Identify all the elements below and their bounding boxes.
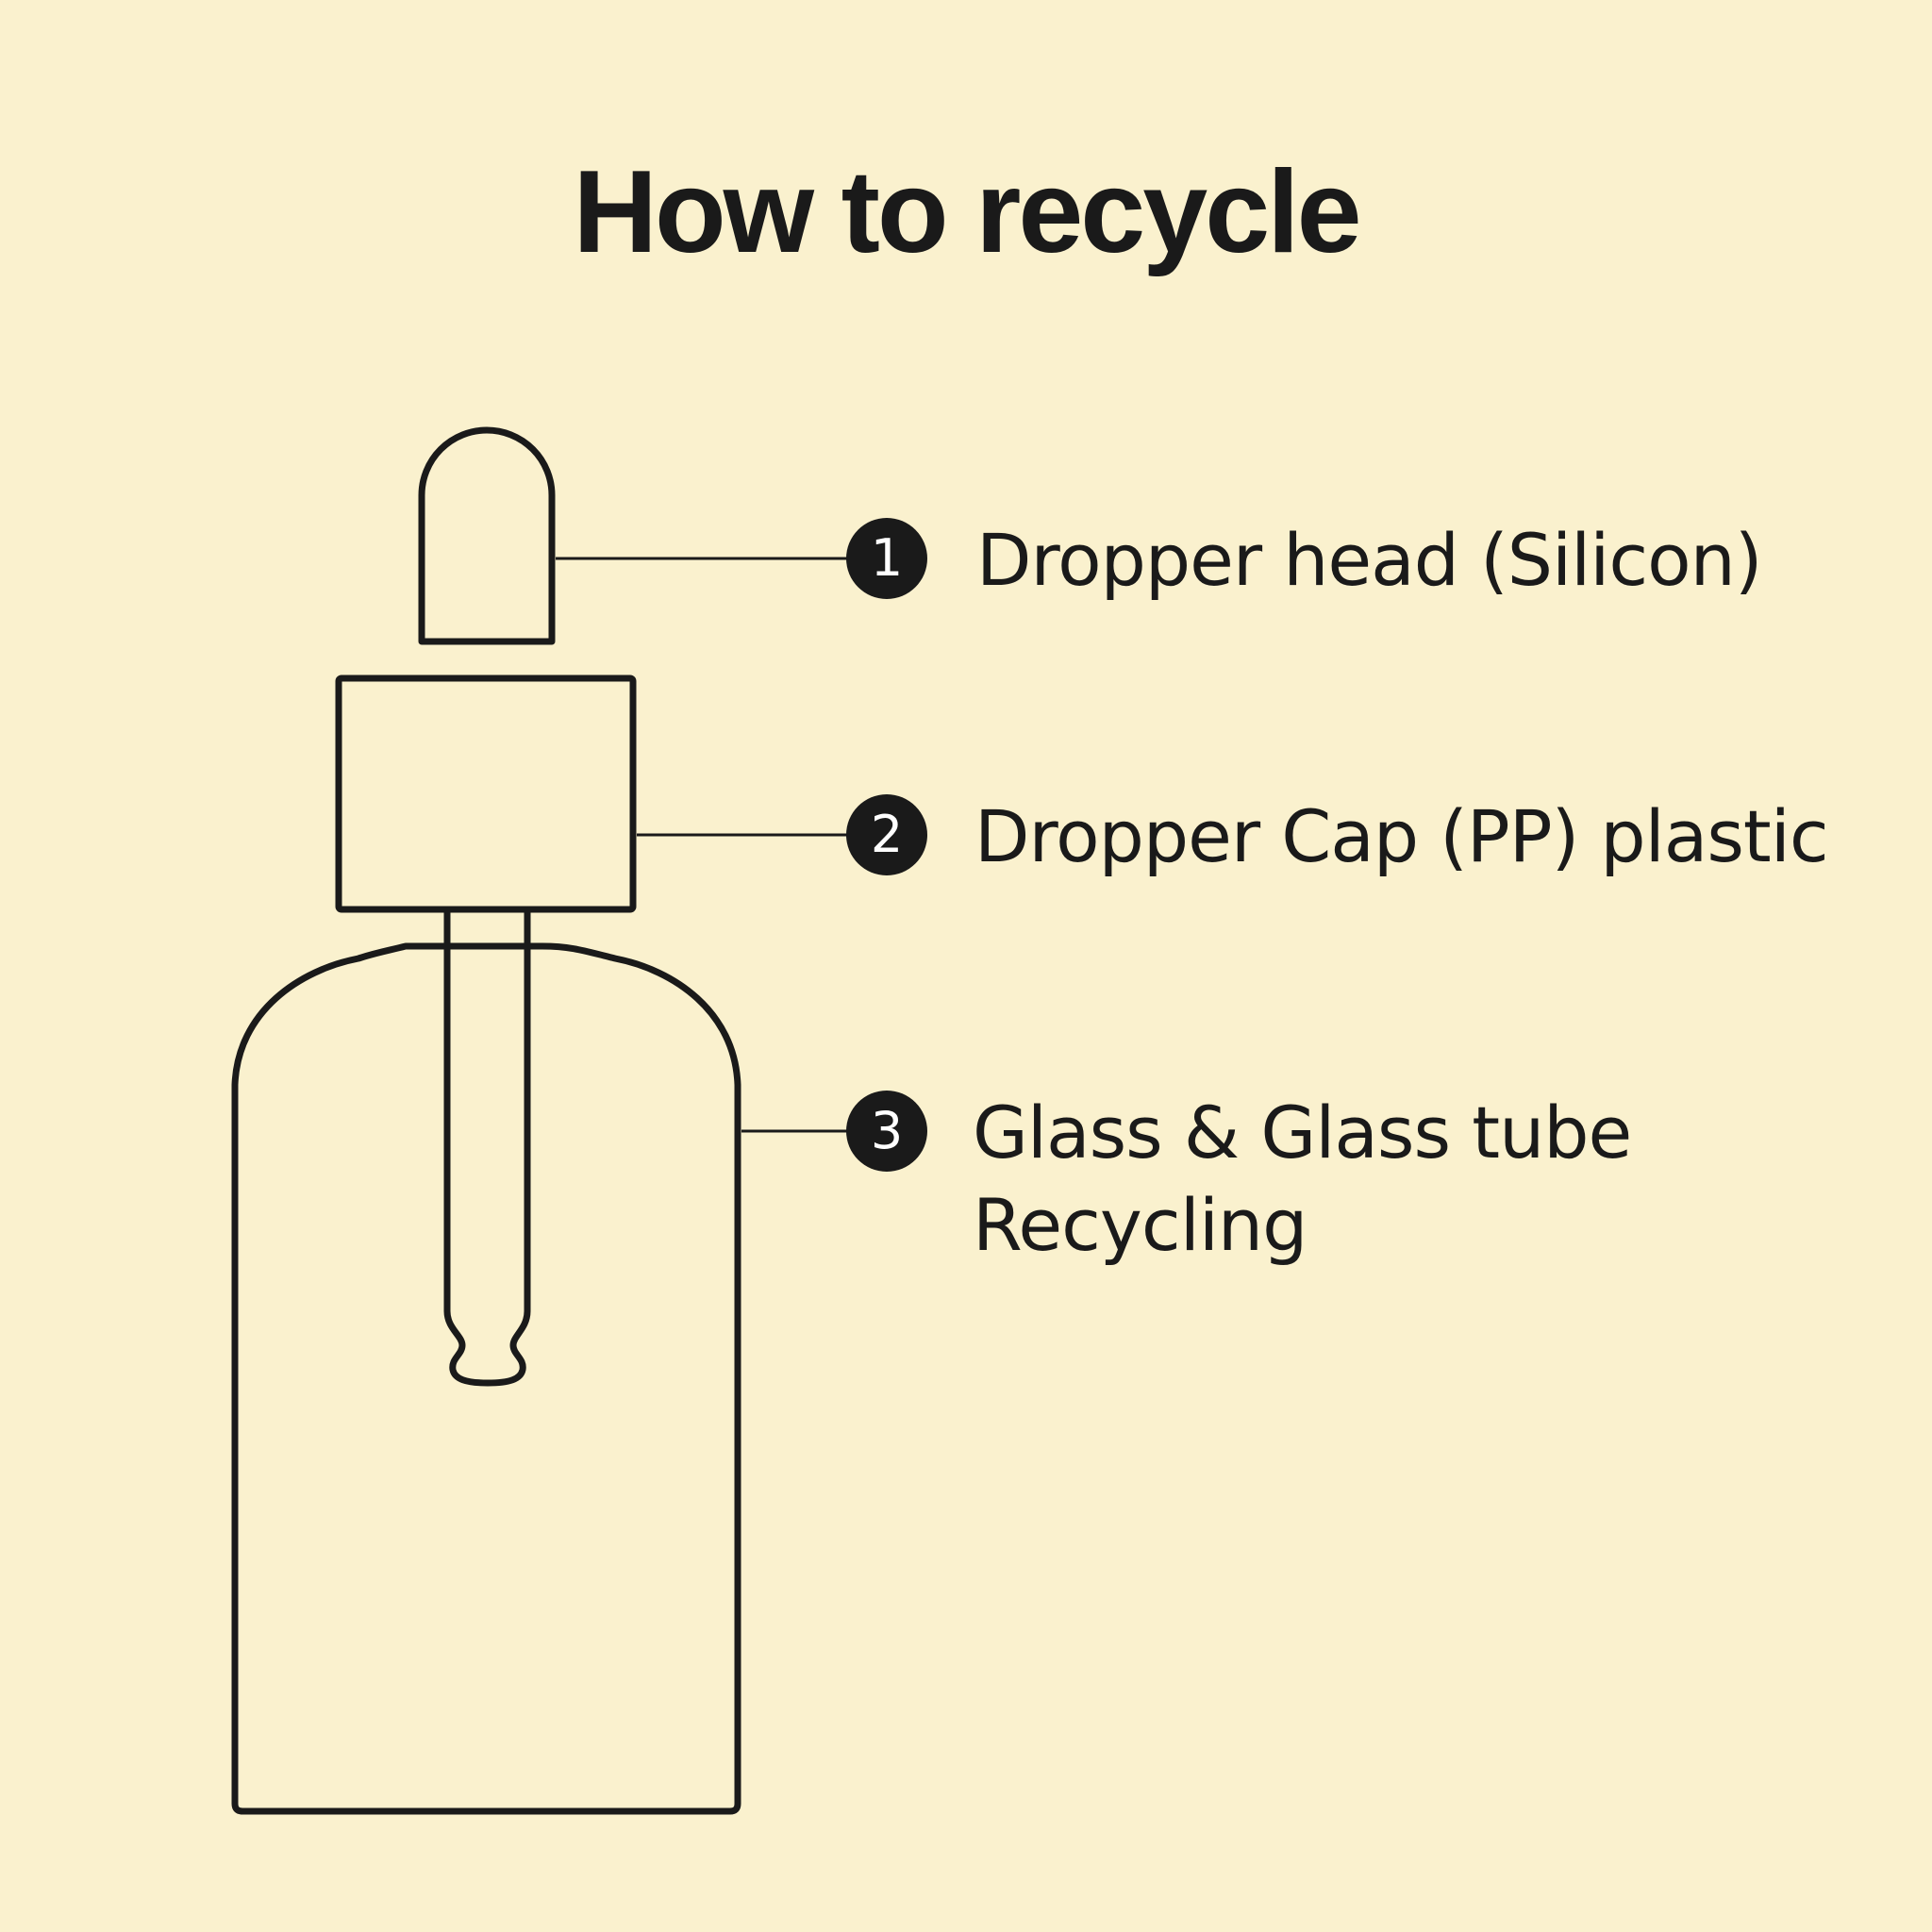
badge-2-number: 2 <box>871 805 903 864</box>
part-label-3: Glass & Glass tube Recycling <box>973 1087 1632 1272</box>
part-label-2-line-1: Dropper Cap (PP) plastic <box>974 794 1829 878</box>
number-badges: 1 2 3 <box>846 518 927 1172</box>
part-label-1: Dropper head (Silicon) <box>976 514 1762 607</box>
dropper-cap-outline <box>335 675 637 913</box>
page-title: How to recycle <box>573 147 1361 278</box>
badge-2: 2 <box>846 794 927 875</box>
glass-tube-outline <box>443 906 531 1387</box>
part-label-2: Dropper Cap (PP) plastic <box>974 791 1829 883</box>
badge-3: 3 <box>846 1091 927 1172</box>
part-label-3-line-1: Glass & Glass tube <box>973 1091 1632 1174</box>
leader-lines <box>556 557 887 1133</box>
badge-1: 1 <box>846 518 927 599</box>
dropper-head-outline <box>418 426 556 645</box>
badge-1-number: 1 <box>871 528 903 588</box>
part-label-3-line-2: Recycling <box>973 1183 1307 1267</box>
bottle-body-outline <box>231 942 741 1815</box>
part-label-1-line-1: Dropper head (Silicon) <box>976 518 1762 602</box>
badge-3-number: 3 <box>871 1101 903 1160</box>
